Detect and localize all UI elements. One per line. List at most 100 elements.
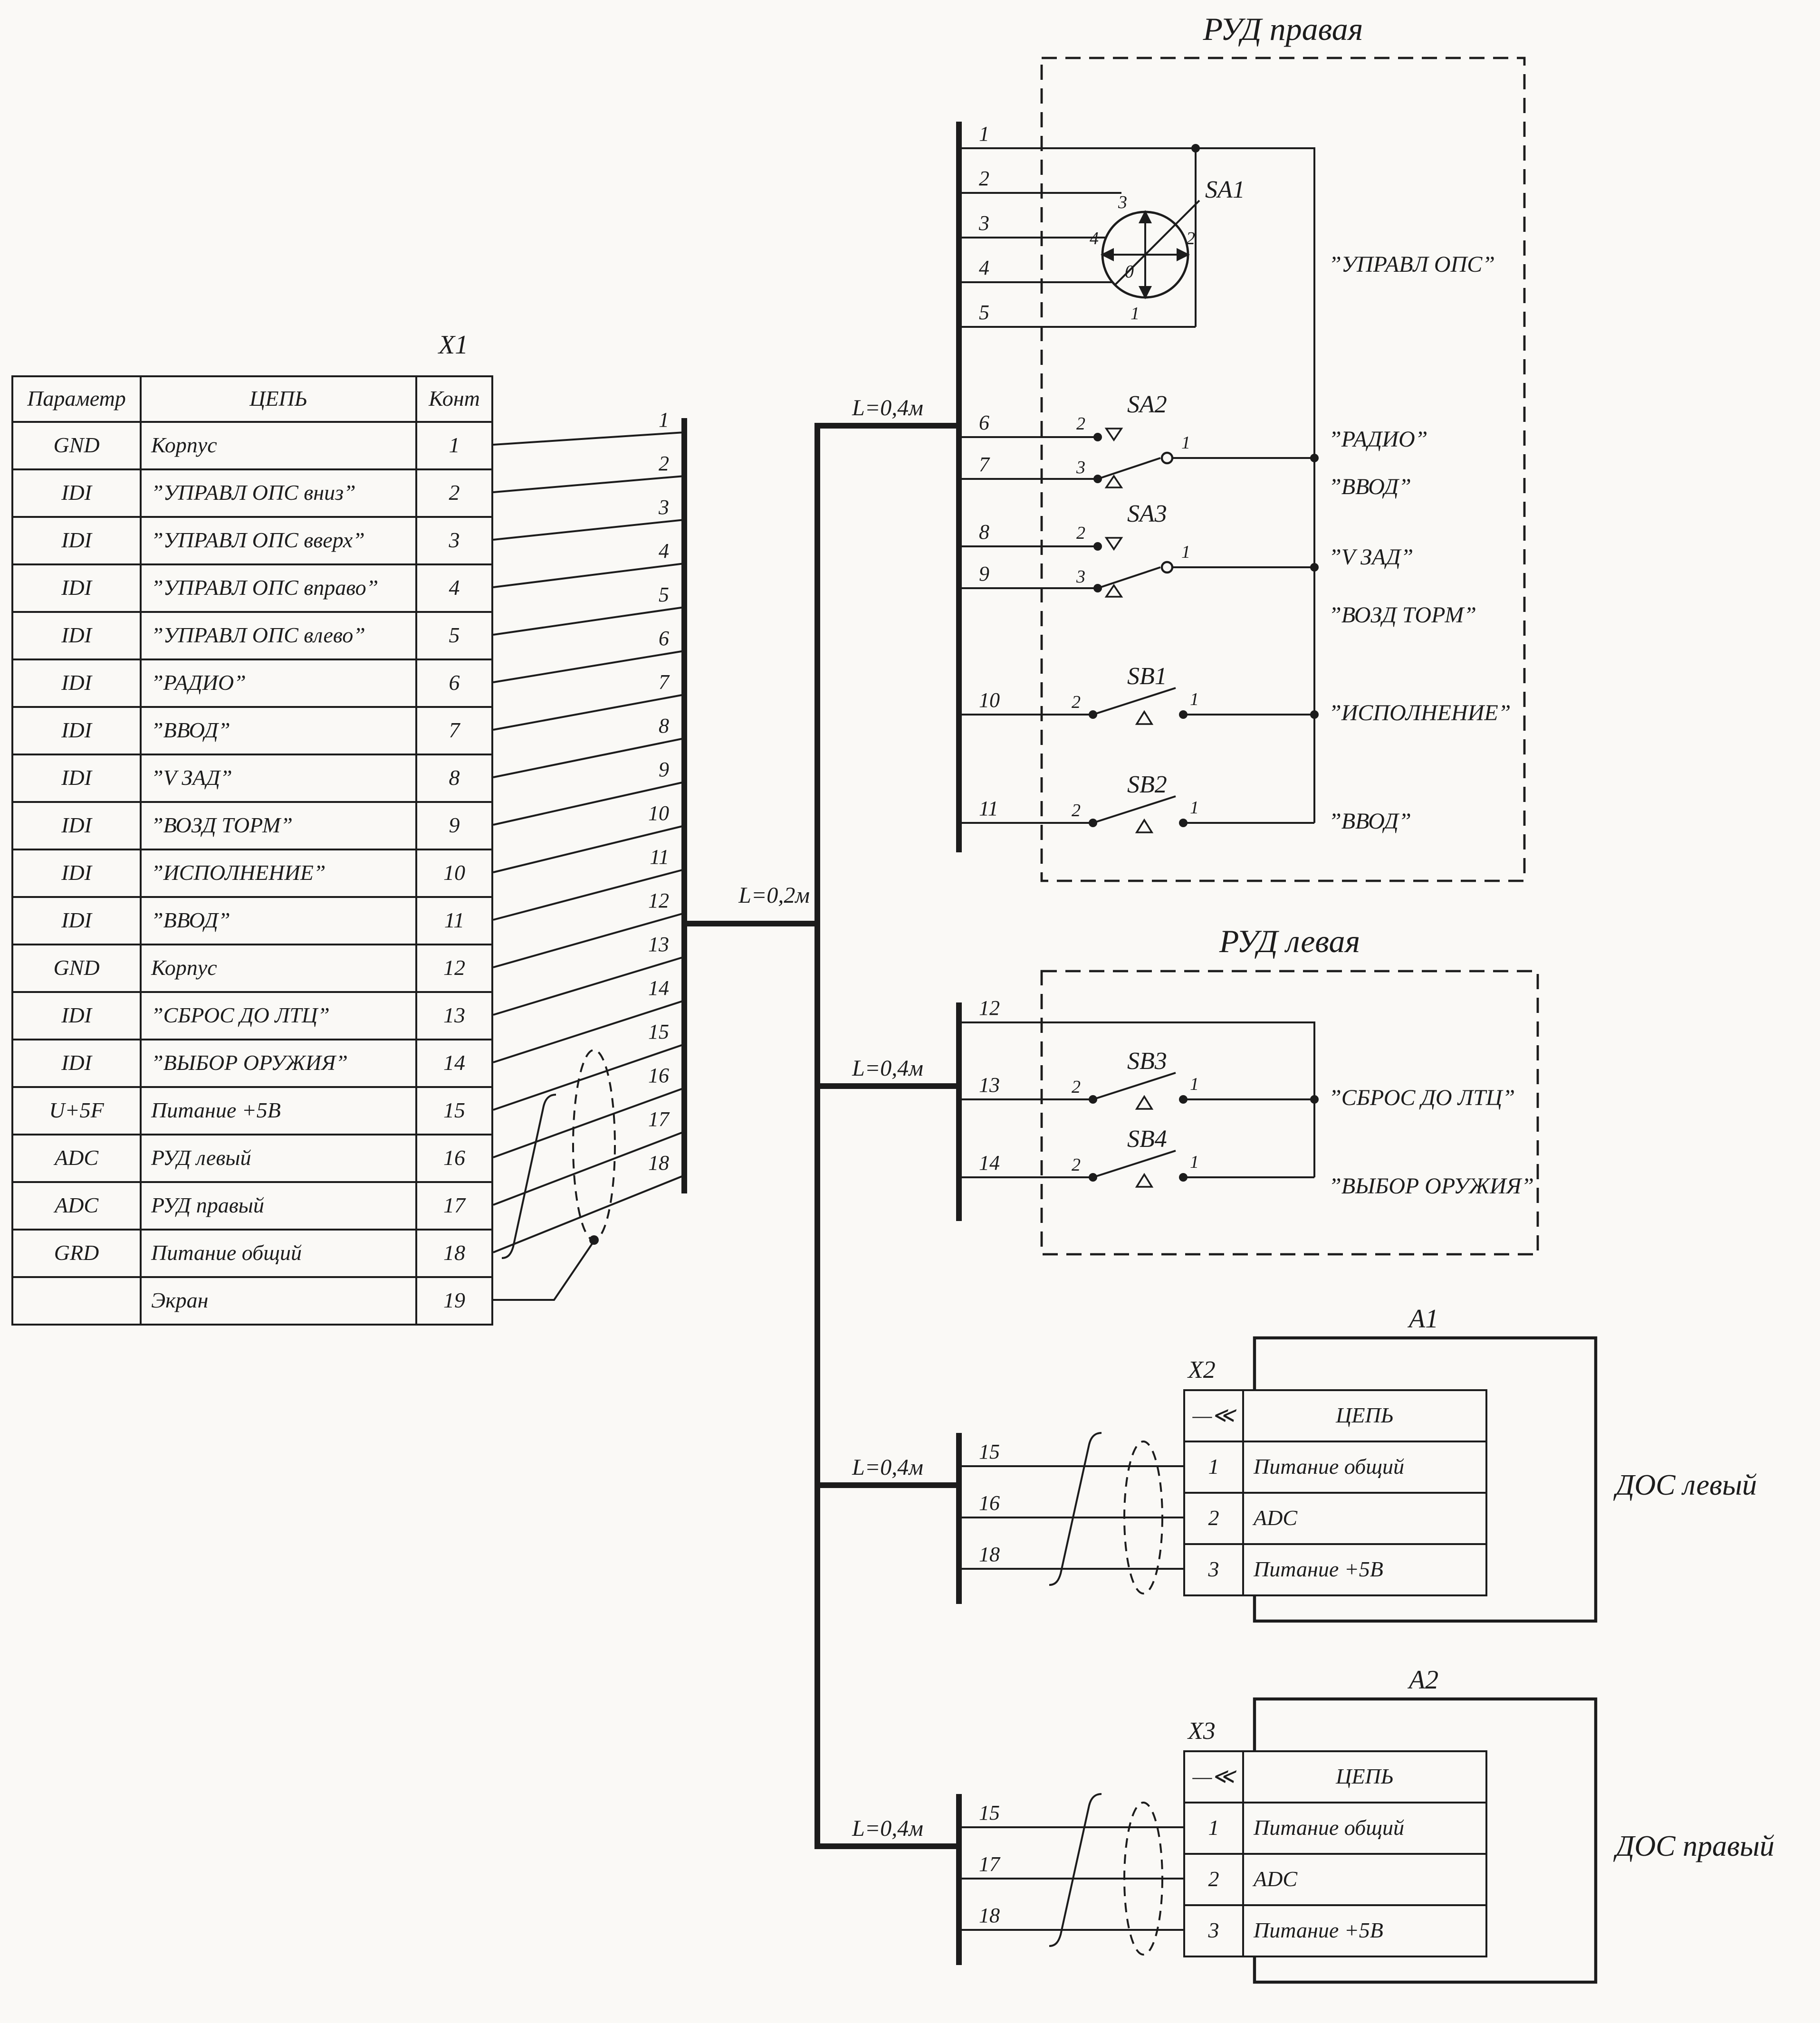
junction-dot	[1191, 144, 1200, 153]
rud-left-boundary	[1040, 970, 1539, 1256]
param-cell: IDI	[11, 896, 142, 945]
contact-number: 1	[1190, 1152, 1199, 1172]
contact-number: 2	[1076, 414, 1085, 434]
branch-length-label: L=0,4м	[852, 395, 923, 420]
shield-ellipse	[1123, 1802, 1163, 1956]
param-cell: GRD	[11, 1229, 142, 1278]
table-row: IDI”ВЫБОР ОРУЖИЯ”14	[11, 1039, 493, 1088]
pin-cell: 1	[1183, 1441, 1244, 1494]
sb3-pushbutton: SB3 2 1 ”СБРОС ДО ЛТЦ”	[1072, 1048, 1515, 1110]
circuit-cell: ADC	[1242, 1853, 1487, 1906]
table-row: IDI”УПРАВЛ ОПС вправо”4	[11, 563, 493, 613]
contact-dot	[1093, 542, 1102, 551]
pin-cell: 2	[1183, 1492, 1244, 1545]
pin-cell: 17	[415, 1181, 493, 1231]
pin-cell: 5	[415, 611, 493, 660]
sa2-switch: SA2 2 3 1 ”РАДИО” ”ВВОД”	[1076, 391, 1427, 499]
wire-number: 7	[979, 453, 990, 476]
pin-cell: 1	[1183, 1802, 1244, 1855]
sb2-pushbutton: SB2 2 1 ”ВВОД”	[1072, 771, 1411, 834]
circuit-cell: ”УПРАВЛ ОПС вправо”	[140, 563, 417, 613]
wire-number: 6	[979, 411, 989, 434]
sb1-annotation: ”ИСПОЛНЕНИЕ”	[1329, 700, 1511, 725]
pin-cell: 1	[415, 421, 493, 470]
param-cell: IDI	[11, 516, 142, 565]
pin-cell: 11	[415, 896, 493, 945]
contact-number: 2	[1072, 801, 1081, 821]
pushbutton-mark	[1135, 710, 1154, 725]
pin-cell: 4	[415, 563, 493, 613]
param-cell: IDI	[11, 801, 142, 850]
a1-ref-label: A1	[1407, 1304, 1438, 1334]
param-cell: IDI	[11, 849, 142, 898]
arrow-right-icon	[1177, 248, 1190, 261]
circuit-cell: Питание +5В	[1242, 1543, 1487, 1596]
wire-number: 3	[658, 496, 669, 519]
wire-number: 7	[659, 670, 670, 694]
branch-lines	[814, 423, 962, 1849]
param-cell: IDI	[11, 611, 142, 660]
cable-group-slash	[1049, 1793, 1102, 1947]
contact-number: 2	[1072, 692, 1081, 712]
pin-cell: 15	[415, 1086, 493, 1136]
contact-number: 2	[1072, 1077, 1081, 1097]
param-cell: GND	[11, 421, 142, 470]
pin-cell: 9	[415, 801, 493, 850]
rud-right-title: РУД правая	[1203, 11, 1363, 47]
wire-number: 2	[659, 452, 669, 475]
momentary-mark-down	[1104, 428, 1123, 442]
param-cell: U+5F	[11, 1086, 142, 1136]
contact-number: 2	[1072, 1155, 1081, 1175]
rud-left-title: РУД левая	[1219, 923, 1360, 959]
param-cell: IDI	[11, 1039, 142, 1088]
pin-cell: 3	[415, 516, 493, 565]
table-row: IDI”УПРАВЛ ОПС вниз”2	[11, 468, 493, 518]
main-trunk: L=0,4м L=0,4м L=0,4м L=0,4м	[814, 395, 962, 1849]
pin-cell: 2	[415, 468, 493, 518]
contact-number: 1	[1190, 798, 1199, 818]
dos-right-wires	[959, 1826, 1183, 1931]
sb1-pushbutton: SB1 2 1 ”ИСПОЛНЕНИЕ”	[1072, 663, 1511, 725]
param-cell: IDI	[11, 991, 142, 1040]
wire-number: 1	[979, 122, 989, 145]
param-cell: IDI	[11, 658, 142, 708]
junction-dot	[589, 1235, 599, 1245]
contact-number: 3	[1076, 567, 1085, 587]
pushbutton-mark	[1135, 1173, 1154, 1188]
junction-dot	[1310, 563, 1319, 572]
arrow-up-icon	[1139, 210, 1152, 223]
junction-dot	[1310, 710, 1319, 719]
wire-number: 13	[979, 1073, 1000, 1097]
screen-wire	[493, 1240, 595, 1301]
wire-number: 16	[648, 1064, 669, 1087]
momentary-mark-up	[1104, 583, 1123, 598]
rud-left-wires	[959, 1021, 1315, 1178]
sa1-pos-top: 3	[1118, 192, 1127, 212]
contact-number: 1	[1181, 433, 1190, 453]
wire-number: 12	[648, 889, 669, 912]
sb3-lever	[1092, 1072, 1314, 1100]
sb2-lever	[1092, 795, 1314, 824]
cable-group-slash	[501, 1094, 556, 1259]
circuit-cell: ”УПРАВЛ ОПС влево”	[140, 611, 417, 660]
sa3-lever	[1097, 566, 1314, 589]
sa1-joystick-switch: SA1 3 2 4 1 0 ”УПРАВЛ ОПС”	[1090, 176, 1495, 324]
wire-number: 17	[979, 1852, 1001, 1876]
wire-number: 12	[979, 996, 1000, 1020]
x1-header-param: Параметр	[11, 375, 142, 423]
param-cell: GND	[11, 944, 142, 993]
sb4-ref-label: SB4	[1127, 1126, 1167, 1153]
param-cell: IDI	[11, 706, 142, 755]
shield-ellipse	[1123, 1441, 1163, 1594]
wire-number: 11	[650, 845, 669, 868]
table-row: IDI”ИСПОЛНЕНИЕ”10	[11, 849, 493, 898]
table-row: IDI”УПРАВЛ ОПС влево”5	[11, 611, 493, 660]
wire-number: 11	[979, 797, 998, 820]
wire-number: 2	[979, 167, 989, 190]
circuit-cell: Питание общий	[1242, 1441, 1487, 1494]
